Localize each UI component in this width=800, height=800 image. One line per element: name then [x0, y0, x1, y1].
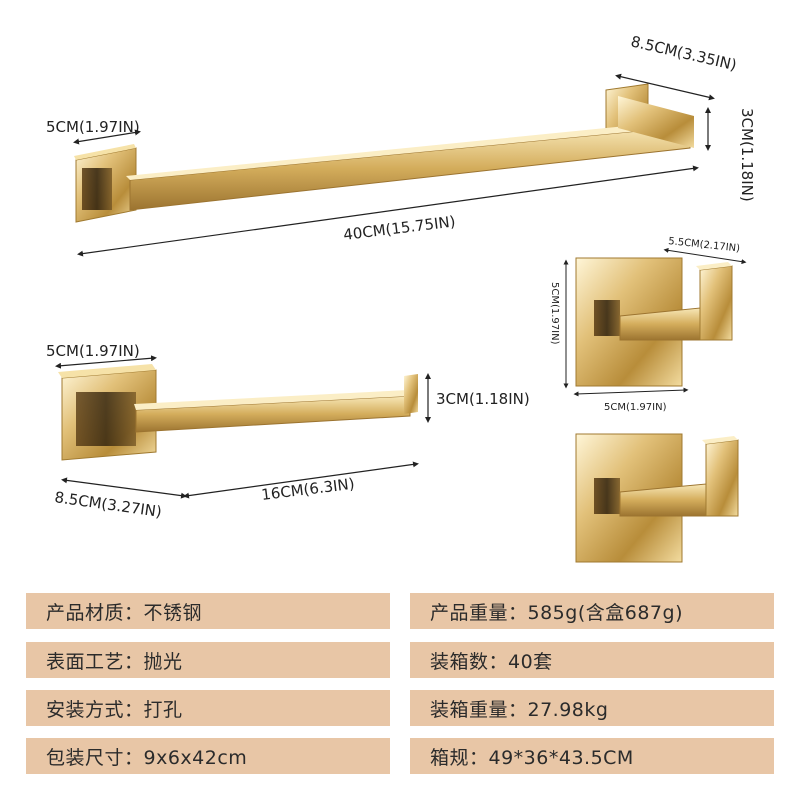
towel-bar-width-line — [73, 129, 141, 145]
spec-weight: 产品重量：585g(含盒687g) — [410, 593, 774, 629]
robe-hook-depth-line — [663, 247, 747, 265]
paper-holder-image — [58, 364, 418, 461]
paper-holder-depth-line — [61, 477, 187, 499]
towel-bar-length-label: 40CM(15.75IN) — [342, 212, 456, 244]
robe-hook-image — [575, 257, 733, 387]
spec-box-weight: 装箱重量：27.98kg — [410, 690, 774, 726]
spec-carton-size: 箱规：49*36*43.5CM — [410, 738, 774, 774]
towel-bar-image — [74, 83, 694, 223]
paper-holder-length-line — [183, 461, 419, 499]
paper-holder-width-label: 5CM(1.97IN) — [46, 342, 140, 360]
towel-bar-width-label: 5CM(1.97IN) — [46, 118, 140, 136]
robe-hook-width-label: 5CM(1.97IN) — [604, 402, 667, 413]
robe-hook-height-label: 5CM(1.97IN) — [549, 282, 560, 345]
towel-bar-depth-label: 8.5CM(3.35IN) — [629, 32, 738, 74]
spec-package-size: 包装尺寸：9x6x42cm — [26, 738, 390, 774]
robe-hook-width-line — [573, 387, 689, 397]
paper-holder-height-label: 3CM(1.18IN) — [436, 390, 530, 408]
towel-bar-depth-line — [615, 73, 715, 101]
spec-install: 安装方式：打孔 — [26, 690, 390, 726]
spec-material: 产品材质：不锈钢 — [26, 593, 390, 629]
robe-hook-image-2 — [575, 433, 739, 563]
paper-holder-depth-label: 8.5CM(3.27IN) — [53, 488, 162, 521]
towel-bar-length-line — [77, 165, 699, 257]
spec-box-qty: 装箱数：40套 — [410, 642, 774, 678]
towel-bar-height-label: 3CM(1.18IN) — [738, 108, 756, 202]
spec-finish: 表面工艺：抛光 — [26, 642, 390, 678]
paper-holder-width-line — [55, 355, 157, 369]
